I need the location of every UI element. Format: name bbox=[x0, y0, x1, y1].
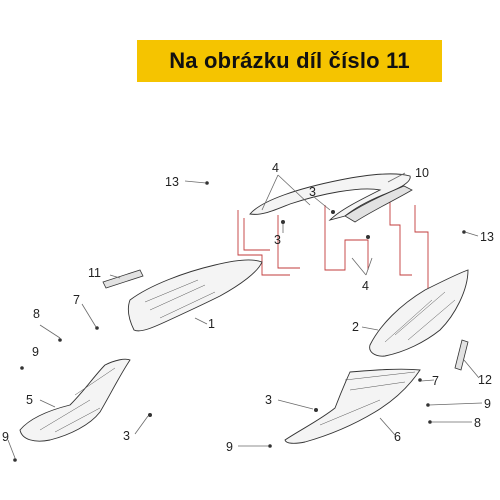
callout-4: 4 bbox=[272, 161, 279, 175]
callout-9: 9 bbox=[226, 440, 233, 454]
right-lower-panel-part bbox=[284, 368, 421, 444]
callout-3: 3 bbox=[274, 233, 281, 247]
right-side-cover-part bbox=[369, 269, 469, 357]
callout-4: 4 bbox=[362, 279, 369, 293]
callout-3: 3 bbox=[309, 185, 316, 199]
small-strip-part-12 bbox=[454, 339, 469, 371]
callout-13: 13 bbox=[480, 230, 494, 244]
rear-grab-rail-part bbox=[249, 173, 413, 223]
callout-labels: 13 4 10 3 3 13 11 7 1 4 8 9 2 5 12 7 3 3… bbox=[2, 161, 494, 454]
small-strip-part-11 bbox=[102, 269, 144, 289]
callout-8: 8 bbox=[474, 416, 481, 430]
callout-10: 10 bbox=[415, 166, 429, 180]
callout-3: 3 bbox=[123, 429, 130, 443]
callout-9: 9 bbox=[32, 345, 39, 359]
left-lower-panel-part bbox=[19, 358, 131, 442]
callout-5: 5 bbox=[26, 393, 33, 407]
callout-13: 13 bbox=[165, 175, 179, 189]
assembly-guide-boxes bbox=[237, 200, 429, 300]
callout-1: 1 bbox=[208, 317, 215, 331]
callout-3: 3 bbox=[265, 393, 272, 407]
callout-9: 9 bbox=[2, 430, 9, 444]
leader-lines bbox=[7, 172, 483, 459]
callout-9: 9 bbox=[484, 397, 491, 411]
callout-11: 11 bbox=[88, 266, 101, 280]
callout-2: 2 bbox=[352, 320, 359, 334]
callout-8: 8 bbox=[33, 307, 40, 321]
callout-7: 7 bbox=[73, 293, 80, 307]
left-side-cover-part bbox=[127, 259, 263, 332]
callout-6: 6 bbox=[394, 430, 401, 444]
part-number-banner: Na obrázku díl číslo 11 bbox=[137, 40, 442, 82]
callout-12: 12 bbox=[478, 373, 492, 387]
fastener-dots bbox=[13, 181, 466, 462]
callout-7: 7 bbox=[432, 374, 439, 388]
